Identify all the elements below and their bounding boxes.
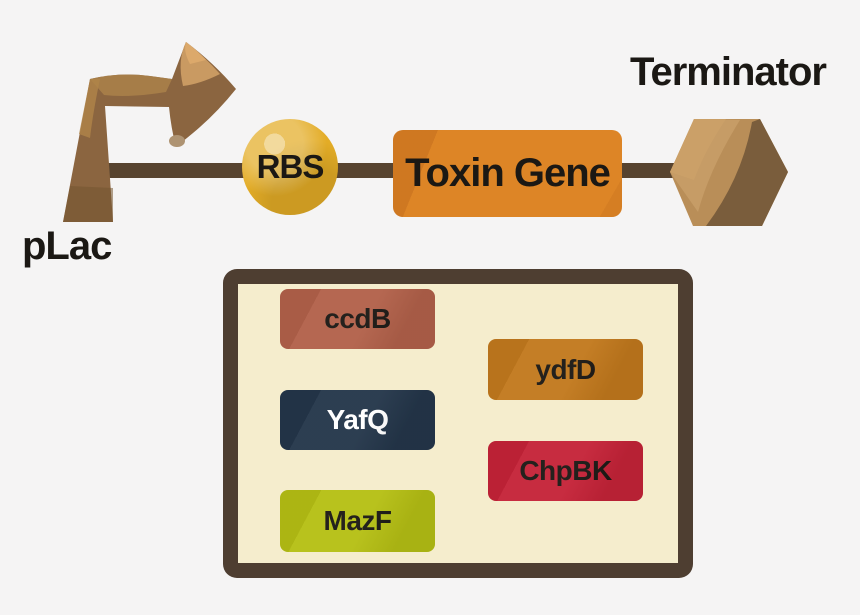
gene-chip-yafq: YafQ (280, 390, 435, 450)
gene-chip-mazf: MazF (280, 490, 435, 552)
rbs-marker: RBS (242, 119, 338, 215)
gene-chip-label: YafQ (326, 404, 389, 435)
toxin-gene-label: Toxin Gene (405, 151, 611, 195)
gene-chip-chpbk: ChpBK (488, 441, 643, 501)
gene-chip-ccdb: ccdB (280, 289, 435, 349)
gene-chip-label: ccdB (324, 303, 391, 334)
gene-chip-label: MazF (323, 505, 393, 536)
gene-chip-label: ydfD (535, 353, 596, 385)
toxin-options-panel: ccdB YafQ MazF ydfD ChpBK (223, 269, 693, 578)
rbs-label: RBS (256, 148, 325, 185)
gene-chip-label: ChpBK (519, 455, 612, 486)
gene-chip-ydfd: ydfD (488, 339, 643, 400)
terminator-hexagon-icon (670, 119, 788, 226)
promoter-arrow-icon (63, 42, 236, 222)
promoter-label: pLac (22, 224, 112, 268)
terminator-label: Terminator (630, 50, 827, 94)
toxin-gene-block: Toxin Gene (393, 130, 622, 217)
